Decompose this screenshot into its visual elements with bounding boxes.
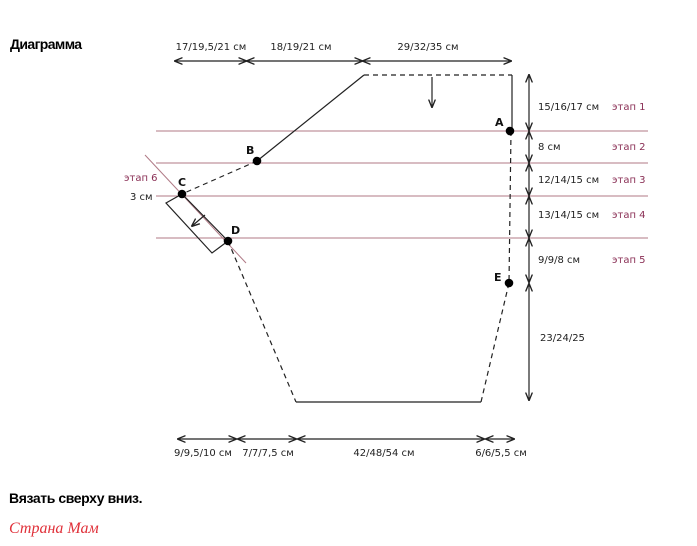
point-label-e: E	[494, 271, 502, 284]
top-dim-2: 18/19/21 см	[270, 42, 331, 53]
right-dim-5: 9/9/8 см	[538, 255, 580, 266]
stage-label-2: этап 2	[612, 142, 646, 153]
top-dim-1: 17/19,5/21 см	[176, 42, 247, 53]
point-d	[223, 236, 233, 246]
point-label-b: B	[246, 144, 254, 157]
point-label-a: A	[495, 116, 504, 129]
point-c	[177, 189, 187, 199]
garment-outline	[165, 74, 513, 403]
point-label-c: C	[178, 176, 186, 189]
point-b	[252, 156, 262, 166]
point-e	[504, 278, 514, 288]
stage-6-line	[144, 154, 247, 264]
stage-label-1: этап 1	[612, 102, 646, 113]
top-dim-3: 29/32/35 см	[397, 42, 458, 53]
points	[177, 126, 515, 288]
shoulder-line	[256, 74, 365, 162]
stage-lines	[144, 130, 648, 264]
point-a	[505, 126, 515, 136]
right-dim-4: 13/14/15 см	[538, 210, 599, 221]
point-label-d: D	[231, 224, 240, 237]
armhole-rectangle	[165, 193, 229, 254]
bottom-dim-2: 7/7/7,5 см	[242, 448, 294, 459]
right-dashed-line	[480, 282, 510, 403]
bottom-dim-3: 42/48/54 см	[353, 448, 414, 459]
diagram-title: Диаграмма	[10, 36, 82, 52]
stage-label-3: этап 3	[612, 175, 646, 186]
bottom-dim-4: 6/6/5,5 см	[475, 448, 527, 459]
right-dim-1: 15/16/17 см	[538, 102, 599, 113]
stage-label-6: этап 6	[124, 173, 158, 184]
side-dashed-line	[227, 240, 297, 403]
bottom-dim-1: 9/9,5/10 см	[174, 448, 232, 459]
right-dim-2: 8 см	[538, 142, 561, 153]
stage-label-5: этап 5	[612, 255, 646, 266]
brand-watermark: Страна Мам	[9, 520, 99, 537]
center-dashed-line	[508, 130, 512, 284]
right-dim-3: 12/14/15 см	[538, 175, 599, 186]
side-dim-label: 3 см	[130, 192, 153, 203]
knitting-instruction: Вязать сверху вниз.	[9, 490, 143, 506]
bc-dashed-line	[181, 160, 258, 195]
right-dim-6: 23/24/25	[540, 333, 585, 344]
direction-arrow	[192, 214, 206, 226]
stage-label-4: этап 4	[612, 210, 646, 221]
